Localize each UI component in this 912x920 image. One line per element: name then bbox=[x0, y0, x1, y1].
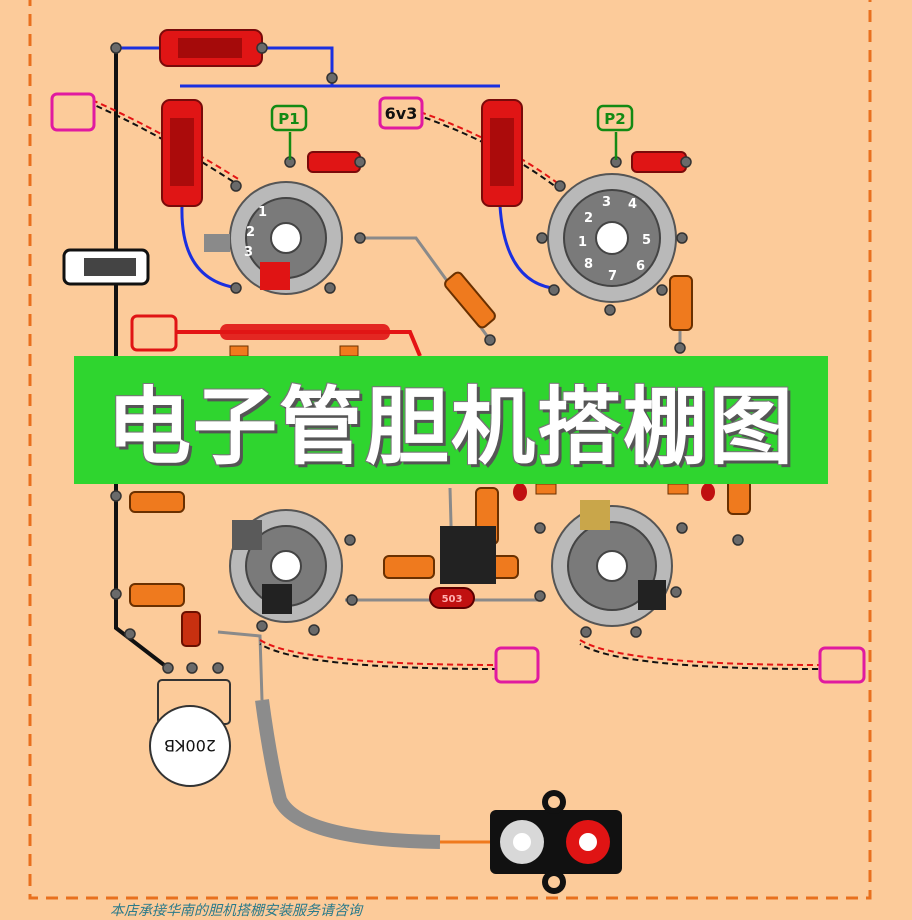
p1-marker: P1 bbox=[270, 104, 308, 160]
heater-wire-bottom-black bbox=[259, 643, 821, 670]
led-small-1 bbox=[513, 483, 527, 501]
ground-bus-wire bbox=[114, 48, 170, 670]
tube-socket-1: 1 2 3 bbox=[229, 181, 343, 295]
resistor-top bbox=[159, 29, 263, 67]
solder-points bbox=[110, 42, 744, 674]
coupling-capacitor: 503 bbox=[429, 587, 475, 609]
title-banner: 电子管胆机搭棚图 bbox=[74, 356, 828, 484]
p1-label: P1 bbox=[278, 110, 299, 128]
volume-potentiometer: 200KB bbox=[149, 679, 231, 787]
tube2-pin-3: 3 bbox=[602, 195, 611, 210]
diagram-title: 电子管胆机搭棚图 bbox=[106, 377, 795, 476]
tube1-pin-3: 3 bbox=[244, 245, 253, 260]
tube2-pin-7: 7 bbox=[608, 269, 617, 284]
ground-pad-mosaic bbox=[84, 258, 136, 276]
resistor-plate-2 bbox=[481, 99, 523, 207]
tube2-pin-8: 8 bbox=[584, 257, 593, 272]
tube-socket-3 bbox=[229, 509, 343, 623]
shielded-audio-cable bbox=[255, 699, 441, 849]
heater-pad-top bbox=[50, 92, 96, 132]
potentiometer-value: 200KB bbox=[164, 736, 216, 755]
input-pad bbox=[130, 314, 178, 352]
tube1-pin-2: 2 bbox=[246, 225, 255, 240]
cap-small-3 bbox=[535, 483, 557, 495]
resistor-small-p2 bbox=[631, 151, 687, 173]
tube-socket-2: 3 2 1 4 5 6 7 8 bbox=[547, 173, 677, 303]
heater-voltage-tag: 6v3 bbox=[378, 96, 424, 130]
footer-caption: 本店承接华南的胆机搭棚安装服务请咨询 bbox=[110, 903, 362, 919]
resistor-orange-right bbox=[669, 275, 693, 331]
resistor-orange-mid bbox=[383, 555, 435, 579]
cap-small-2 bbox=[339, 345, 359, 357]
dashed-border bbox=[28, 0, 872, 900]
resistor-small-vertical bbox=[181, 611, 201, 647]
resistor-orange-left-2 bbox=[129, 583, 185, 607]
blue-wires bbox=[116, 46, 553, 290]
tube2-pin-2: 2 bbox=[584, 211, 593, 226]
resistor-plate-1 bbox=[161, 99, 203, 207]
tube2-pin-6: 6 bbox=[636, 259, 645, 274]
p2-label: P2 bbox=[604, 110, 625, 128]
resistor-orange-diagonal bbox=[444, 271, 496, 329]
coupling-cap-label: 503 bbox=[442, 594, 463, 605]
p2-marker: P2 bbox=[596, 104, 634, 160]
tube2-pin-4: 4 bbox=[628, 197, 637, 212]
resistor-small-p1 bbox=[307, 151, 361, 173]
tube2-pin-1: 1 bbox=[578, 235, 587, 250]
mosaic-block-1 bbox=[204, 234, 230, 252]
resistor-orange-left-1 bbox=[129, 491, 185, 513]
resistor-long bbox=[220, 324, 390, 340]
tube2-pin-5: 5 bbox=[642, 233, 651, 248]
cap-small-1 bbox=[229, 345, 249, 357]
tube1-pin-1: 1 bbox=[258, 205, 267, 220]
heater-wire-bottom-red bbox=[259, 639, 821, 666]
cap-small-4 bbox=[667, 483, 689, 495]
heater-pad-mid bbox=[494, 646, 540, 684]
mosaic-block-2 bbox=[440, 526, 496, 584]
rca-jack bbox=[490, 790, 622, 894]
led-small-2 bbox=[701, 483, 715, 501]
heater-voltage-label: 6v3 bbox=[385, 104, 418, 123]
heater-pad-right bbox=[818, 646, 866, 684]
tube-socket-4 bbox=[551, 500, 673, 627]
